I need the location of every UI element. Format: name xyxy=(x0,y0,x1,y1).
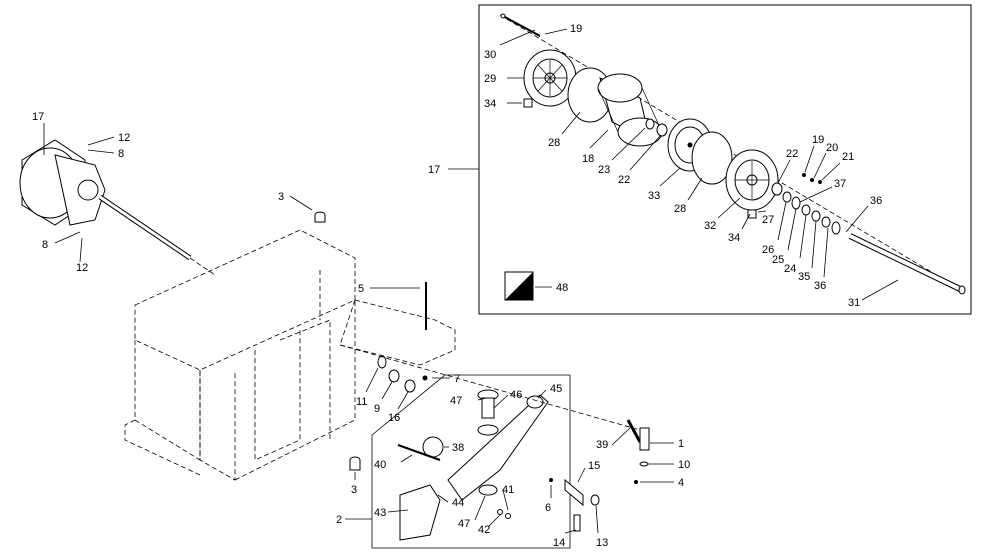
callout-36-top: 36 xyxy=(870,195,882,207)
callout-13: 13 xyxy=(596,537,608,549)
callout-44: 44 xyxy=(452,497,464,509)
callout-32: 32 xyxy=(704,220,716,232)
callout-46: 46 xyxy=(510,389,522,401)
brake-pedal xyxy=(397,389,549,541)
callout-22-right: 22 xyxy=(786,148,798,160)
callout-34-top: 34 xyxy=(484,98,496,110)
callout-35: 35 xyxy=(798,271,810,283)
callout-3-bottom: 3 xyxy=(351,484,357,496)
callout-29: 29 xyxy=(484,73,496,85)
inset-detail-frame xyxy=(478,4,972,315)
callout-28-left: 28 xyxy=(548,137,560,149)
callout-41: 41 xyxy=(502,484,514,496)
mounting-bracket xyxy=(339,282,456,393)
callout-26: 26 xyxy=(762,244,774,256)
callout-48: 48 xyxy=(556,282,568,294)
callout-6: 6 xyxy=(545,502,551,514)
callout-47-bottom: 47 xyxy=(458,518,470,530)
callout-37: 37 xyxy=(834,178,846,190)
end-cap-rear xyxy=(725,149,779,211)
machine-frame-outline xyxy=(124,211,356,481)
callout-38: 38 xyxy=(452,442,464,454)
callout-14: 14 xyxy=(553,537,565,549)
piston-rod xyxy=(848,233,966,295)
callout-9: 9 xyxy=(374,403,380,415)
callout-42: 42 xyxy=(478,524,490,536)
callout-45: 45 xyxy=(550,383,562,395)
callout-47-top: 47 xyxy=(450,395,462,407)
callout-12-top: 12 xyxy=(118,132,130,144)
callout-28-right: 28 xyxy=(674,203,686,215)
callout-36-bottom: 36 xyxy=(814,280,826,292)
callout-33: 33 xyxy=(648,190,660,202)
callout-43: 43 xyxy=(374,507,386,519)
callout-12-bottom: 12 xyxy=(76,262,88,274)
callout-10: 10 xyxy=(678,459,690,471)
callout-15: 15 xyxy=(588,460,600,472)
callout-22-left: 22 xyxy=(618,174,630,186)
callout-7: 7 xyxy=(454,373,460,385)
callout-25: 25 xyxy=(772,254,784,266)
callout-16: 16 xyxy=(388,412,400,424)
callout-8-bottom: 8 xyxy=(42,239,48,251)
callout-20: 20 xyxy=(826,142,838,154)
callout-11: 11 xyxy=(356,396,367,408)
callout-1: 1 xyxy=(678,438,684,450)
callout-30: 30 xyxy=(484,49,496,61)
half-filled-square-icon xyxy=(504,271,534,301)
inset-exploded-assembly xyxy=(499,13,966,301)
callout-3-top: 3 xyxy=(278,191,284,203)
callout-39: 39 xyxy=(596,439,608,451)
pedal-subassembly-frame xyxy=(371,374,571,549)
callout-23: 23 xyxy=(598,164,610,176)
callout-19-top: 19 xyxy=(570,23,582,35)
callout-2: 2 xyxy=(336,514,342,526)
callout-17-inset: 17 xyxy=(428,164,440,176)
cylinder-assembly xyxy=(19,139,216,276)
callout-4: 4 xyxy=(678,477,684,489)
callout-5: 5 xyxy=(358,283,364,295)
callout-19-right: 19 xyxy=(812,134,824,146)
callout-8-top: 8 xyxy=(118,148,124,160)
callout-17-left: 17 xyxy=(32,111,44,123)
callout-18: 18 xyxy=(582,153,594,165)
callout-labels: 17 12 8 8 12 3 5 7 11 9 16 3 2 40 38 43 … xyxy=(32,23,882,549)
callout-31: 31 xyxy=(848,297,860,309)
callout-24: 24 xyxy=(784,263,796,275)
pedal-hardware xyxy=(339,344,650,532)
end-cap-front xyxy=(523,49,577,107)
callout-27: 27 xyxy=(762,214,774,226)
leader-lines xyxy=(43,28,899,534)
callout-40: 40 xyxy=(374,459,386,471)
callout-34-bottom: 34 xyxy=(728,232,740,244)
callout-21: 21 xyxy=(842,151,854,163)
